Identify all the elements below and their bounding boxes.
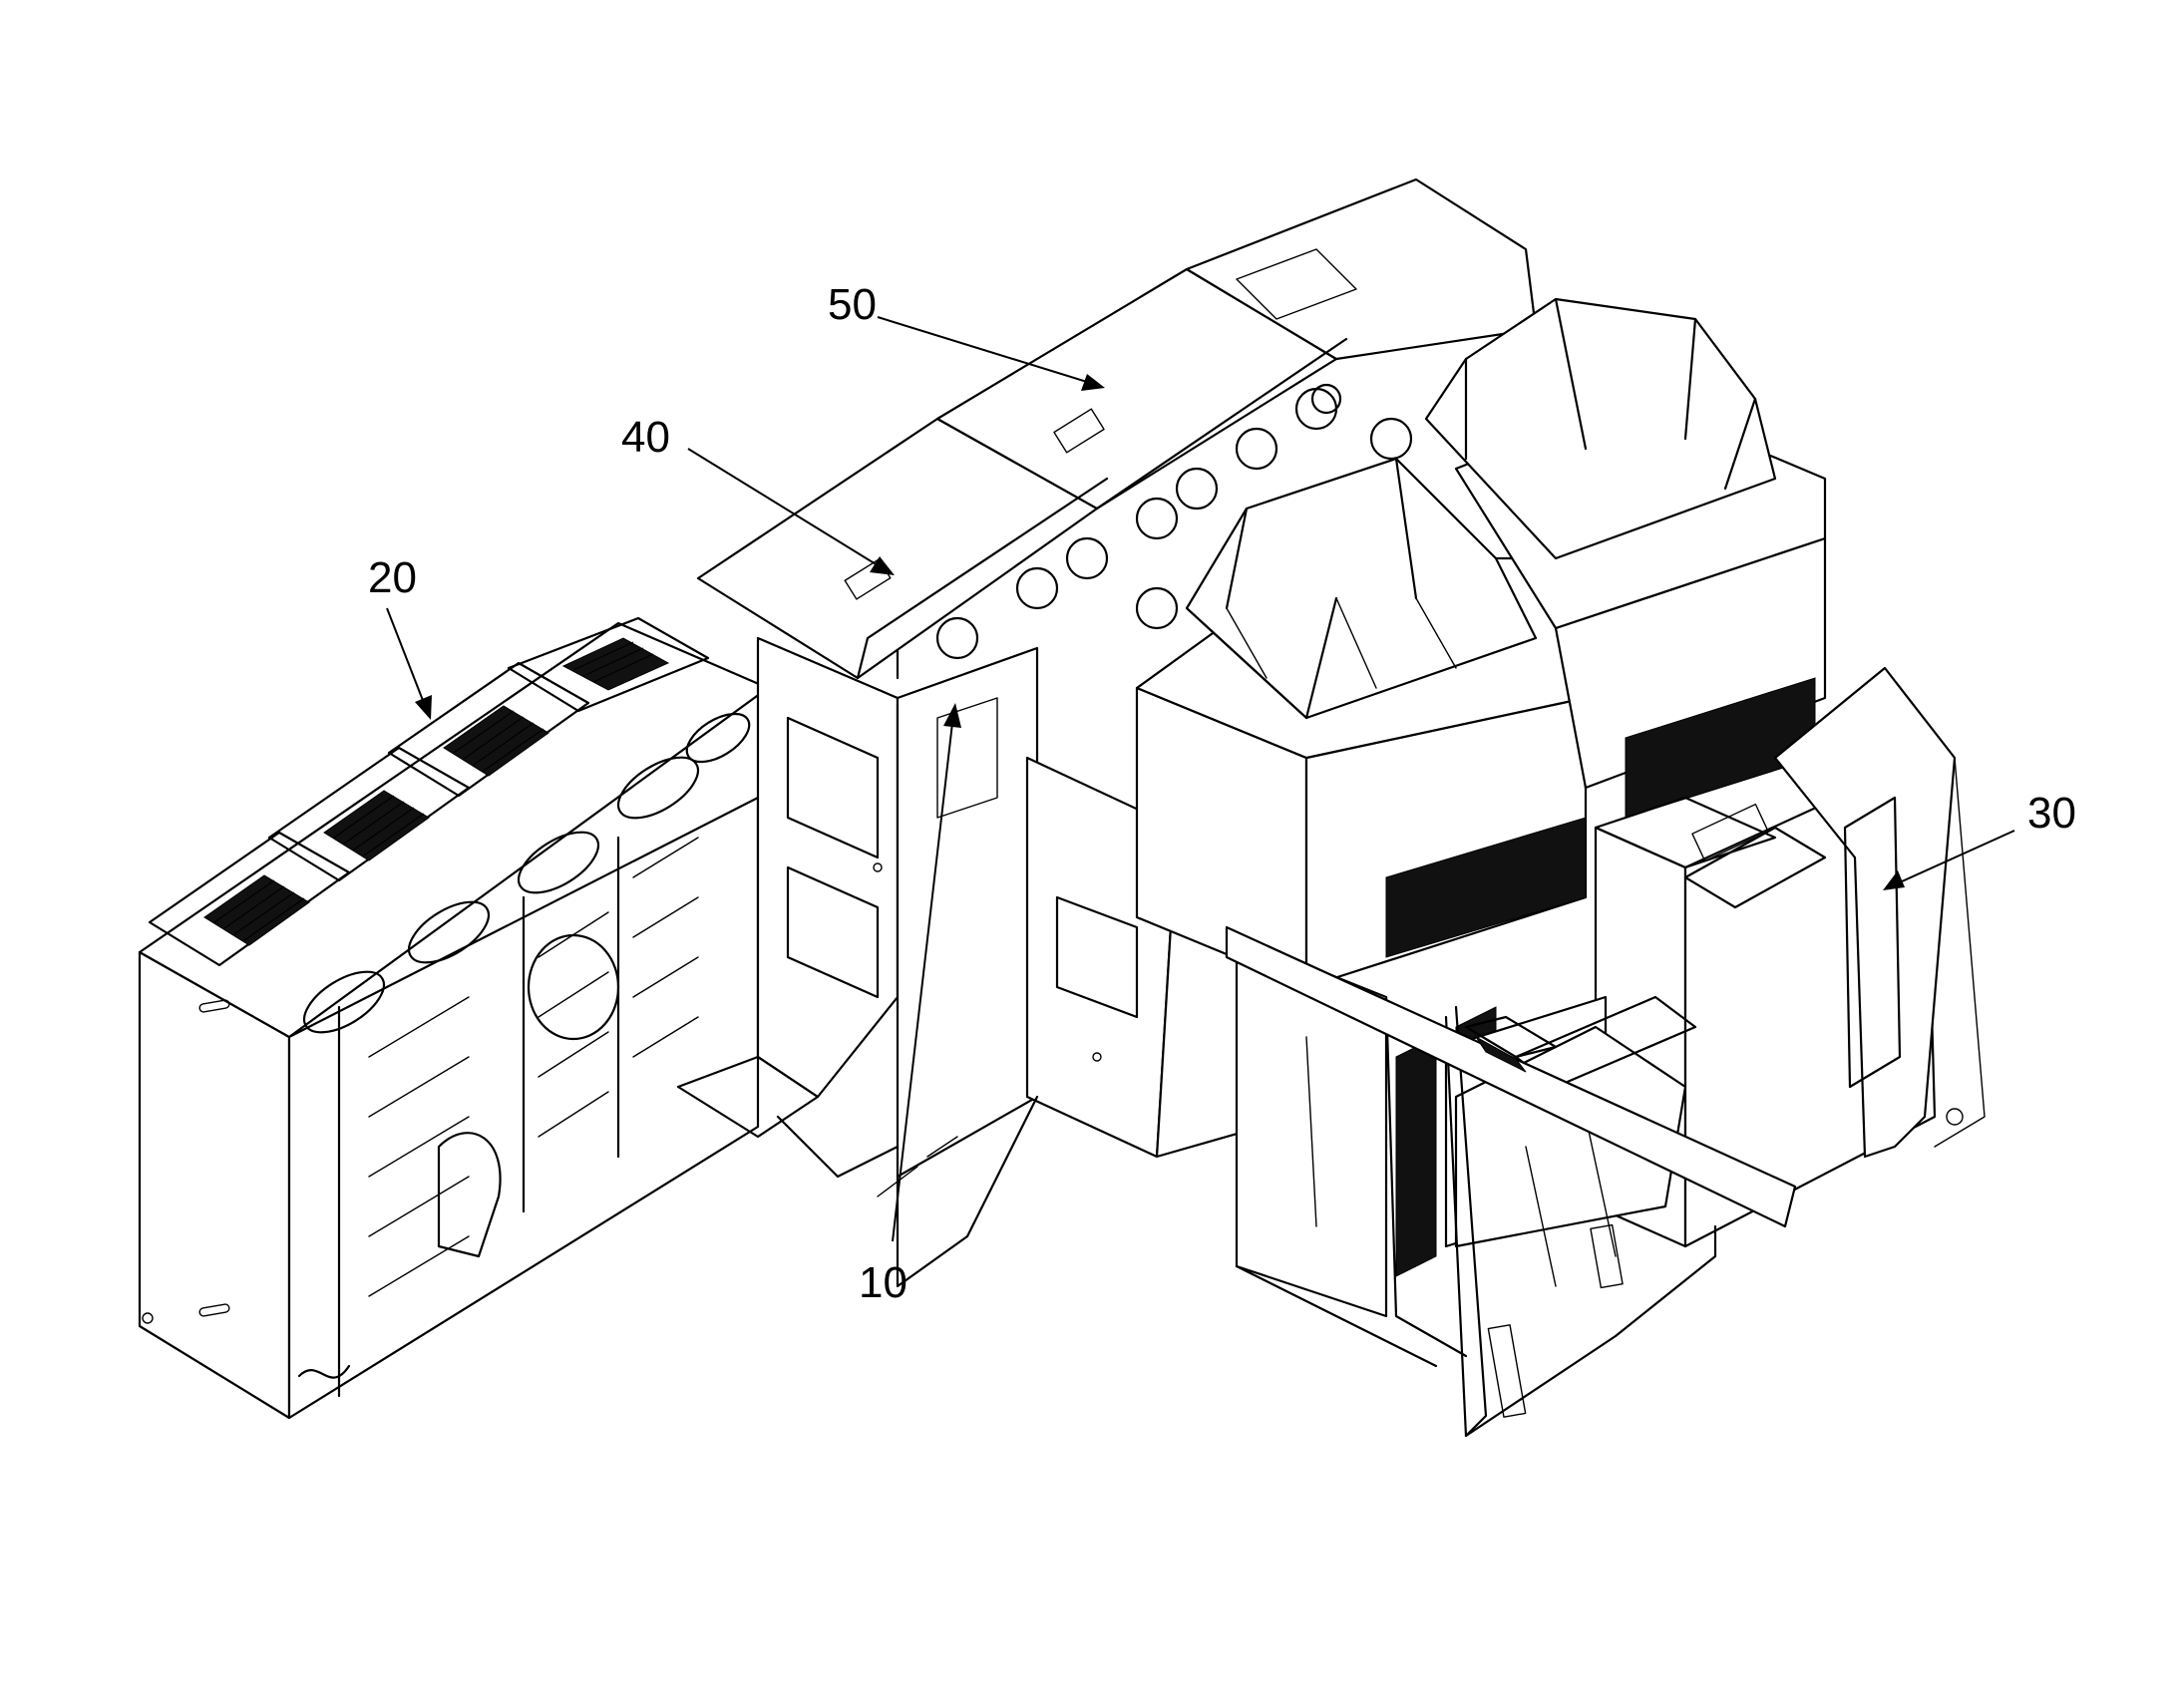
domed-cabinet-rear bbox=[1424, 297, 1827, 790]
reference-labels: 50 40 20 30 10 bbox=[368, 280, 2076, 1307]
diagonal-beam bbox=[1225, 925, 1797, 1228]
leader-lines bbox=[386, 316, 2015, 1242]
reference-label-50: 50 bbox=[828, 280, 877, 329]
reference-label-40: 40 bbox=[621, 413, 670, 462]
reference-label-20: 20 bbox=[368, 553, 417, 602]
heat-sink-cell-4 bbox=[507, 616, 710, 713]
top-deck-panels bbox=[696, 177, 1538, 680]
heat-sink-array bbox=[148, 616, 751, 1034]
heat-sink-cell-3 bbox=[387, 661, 590, 798]
reference-label-30: 30 bbox=[2027, 789, 2076, 838]
reference-label-10: 10 bbox=[859, 1258, 908, 1307]
module-20-housing bbox=[138, 621, 770, 1420]
